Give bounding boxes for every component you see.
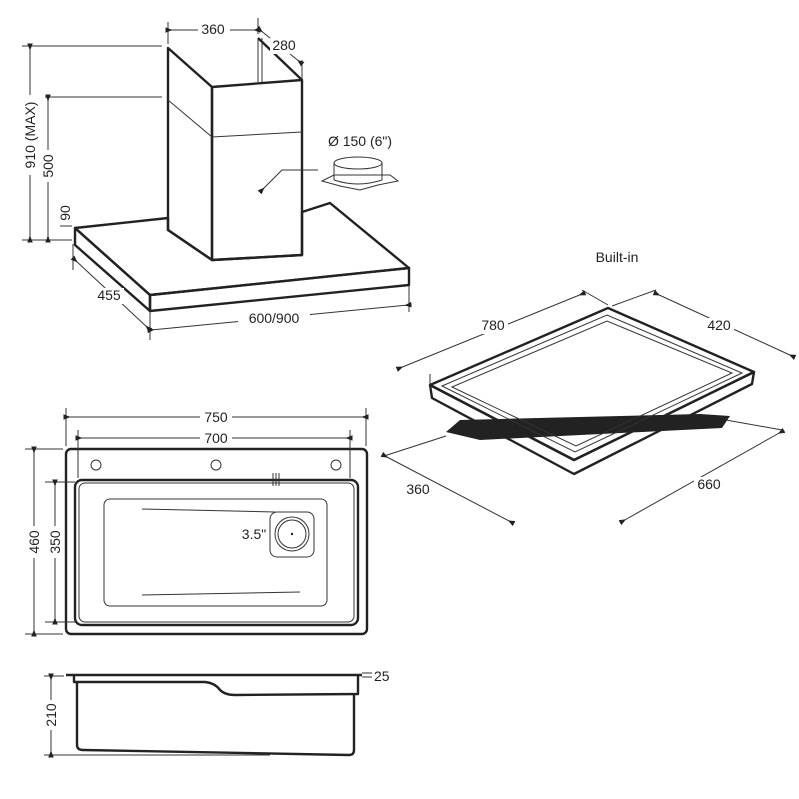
dim-max-height: 910 (MAX) xyxy=(22,102,38,169)
sink-top-view: 3.5" 750 700 460 350 xyxy=(25,408,369,637)
dim-hood-width: 600/900 xyxy=(249,310,300,326)
hood-canopy-front xyxy=(148,266,411,313)
hood-canopy-top xyxy=(73,201,411,297)
chimney-side xyxy=(166,46,214,262)
duct-diameter-label: Ø 150 (6") xyxy=(328,133,392,149)
sink-side-view: 25 210 xyxy=(43,668,390,758)
built-in-tray-drawing: Built-in 780 420 360 660 xyxy=(380,249,797,527)
range-hood-drawing: 360 280 910 (MAX) 500 90 455 600/900 Ø 1… xyxy=(22,18,412,340)
built-in-title: Built-in xyxy=(596,249,639,265)
dim-tray-length: 780 xyxy=(481,317,505,333)
dim-chimney-width: 360 xyxy=(201,21,225,37)
dim-cutout-depth: 360 xyxy=(406,481,430,497)
dim-tray-depth: 420 xyxy=(707,317,731,333)
dim-chimney-depth: 280 xyxy=(272,37,296,53)
dim-sink-height: 210 xyxy=(43,703,59,727)
dim-rim-thickness: 25 xyxy=(374,668,390,684)
duct-collar-icon xyxy=(320,156,400,191)
chimney-front xyxy=(210,78,304,262)
dim-canopy-height: 90 xyxy=(57,205,73,221)
dim-sink-inner-width: 700 xyxy=(204,430,228,446)
dim-sink-outer-depth: 460 xyxy=(26,530,42,554)
dim-chimney-height: 500 xyxy=(40,154,56,178)
dim-drain: 3.5" xyxy=(242,526,266,542)
drain-icon xyxy=(269,511,315,558)
dim-sink-inner-depth: 350 xyxy=(47,530,63,554)
dim-cutout-length: 660 xyxy=(697,476,721,492)
dim-hood-depth: 455 xyxy=(97,287,121,303)
dim-sink-outer-width: 750 xyxy=(204,409,228,425)
